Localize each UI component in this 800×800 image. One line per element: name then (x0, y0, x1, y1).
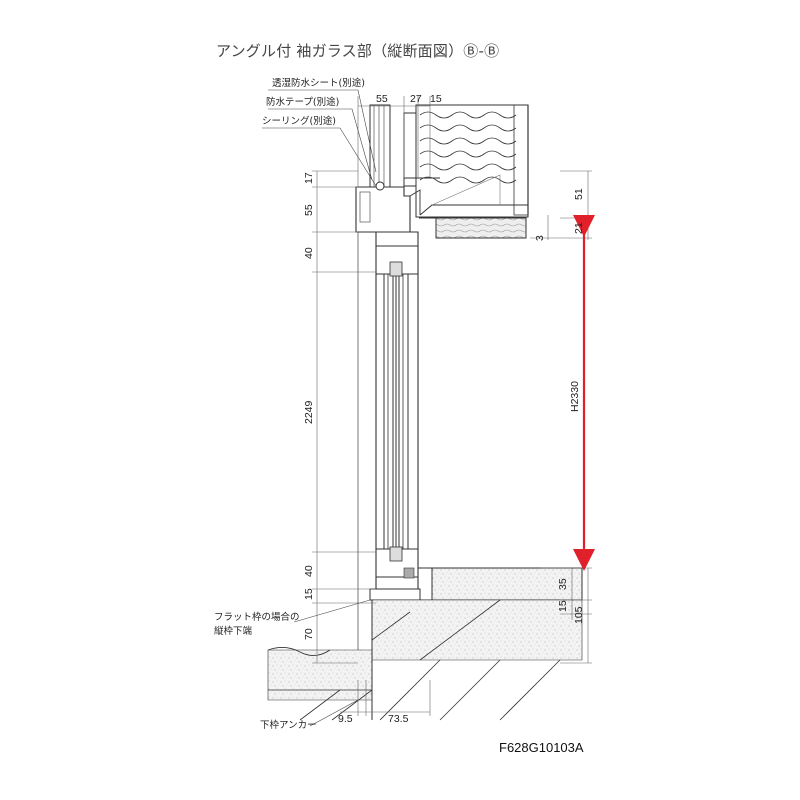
dim-right-15: 15 (557, 600, 569, 612)
upper-wall (369, 104, 529, 218)
dim-top-27: 27 (410, 93, 422, 105)
callout-flat-frame-1: フラット枠の場合の (214, 611, 300, 623)
dim-left-2249: 2249 (303, 400, 315, 424)
dim-left-55: 55 (303, 204, 315, 216)
dim-right-21: 21 (573, 222, 585, 234)
callout-tape: 防水テープ(別途) (266, 96, 339, 108)
dim-left-17: 17 (303, 172, 315, 184)
callout-sealing: シーリング(別途) (262, 115, 336, 127)
dim-bottom-73-5: 73.5 (388, 713, 409, 725)
ceiling-board (435, 217, 527, 239)
floor-slab (267, 567, 583, 721)
dim-left-40-bottom: 40 (303, 565, 315, 577)
dim-bottom-9-5: 9.5 (338, 713, 353, 725)
dim-left-70: 70 (303, 628, 315, 640)
dim-top-15: 15 (430, 93, 442, 105)
page-title: アングル付 袖ガラス部（縦断面図）Ⓑ-Ⓑ (216, 42, 500, 60)
insulation (419, 111, 517, 184)
callout-flat-frame-2: 縦枠下端 (214, 625, 253, 637)
dim-left-15: 15 (303, 588, 315, 600)
dim-right-35: 35 (557, 578, 569, 590)
dim-left-40-top: 40 (303, 247, 315, 259)
glass-unit (357, 231, 419, 660)
callout-sheet: 透湿防水シート(別途) (272, 77, 365, 89)
leader-lines (262, 89, 377, 727)
callout-anchor: 下枠アンカー (260, 719, 317, 731)
dim-right-105: 105 (573, 606, 585, 624)
dim-top-55: 55 (376, 93, 388, 105)
dim-right-51: 51 (573, 188, 585, 200)
dim-right-h2330: H2330 (569, 381, 581, 412)
dim-right-3: 3 (534, 235, 546, 241)
drawing-code: F628G10103A (499, 740, 584, 755)
